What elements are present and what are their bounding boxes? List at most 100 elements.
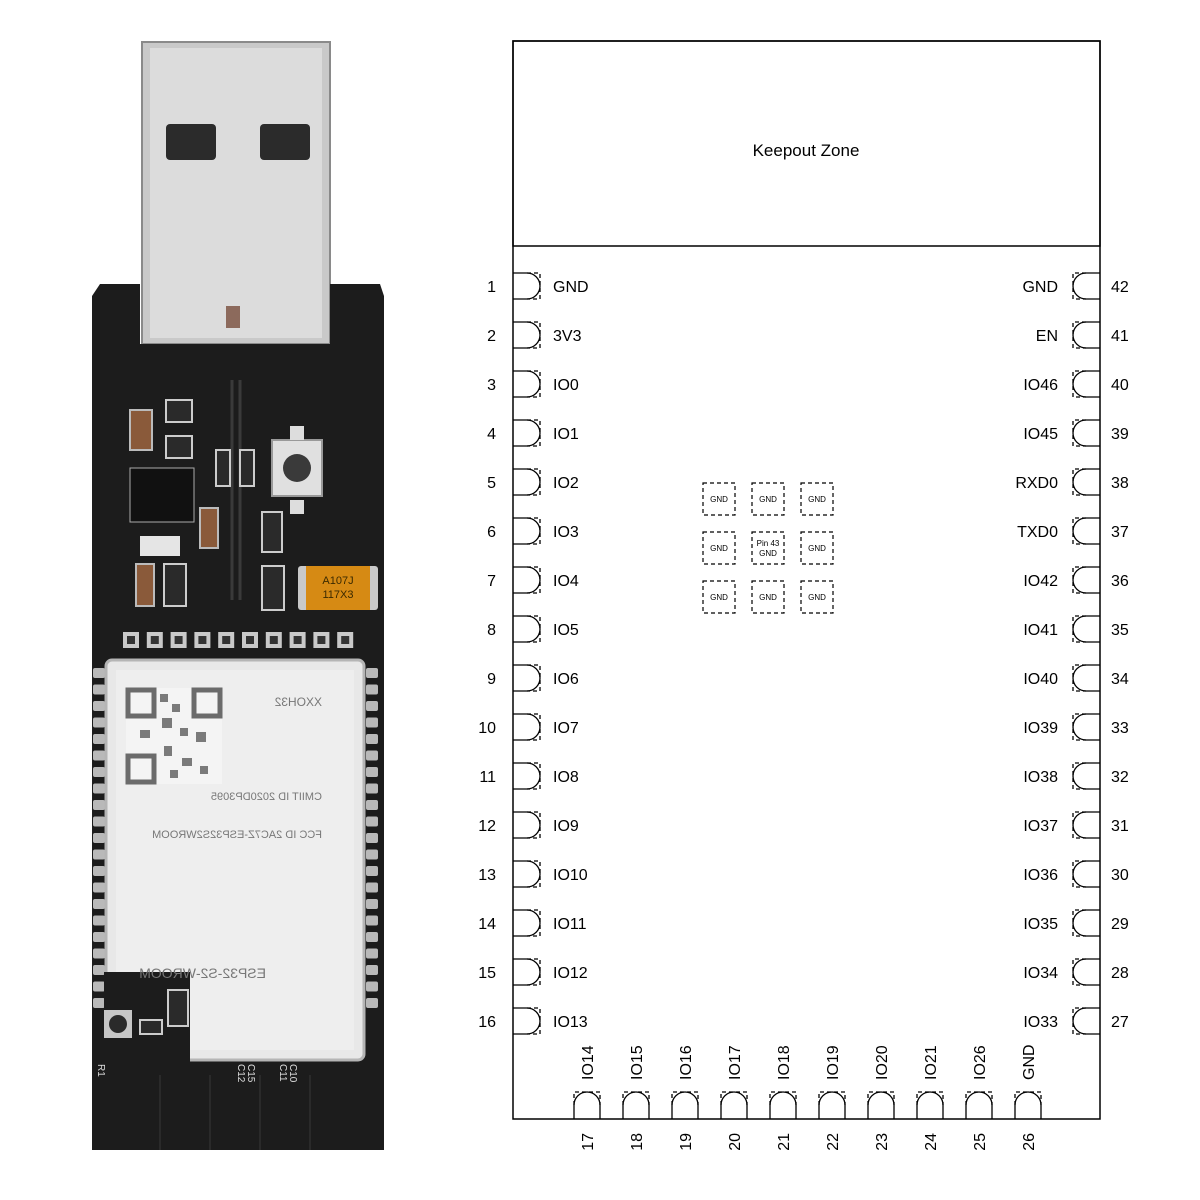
pin-pad-dashed xyxy=(671,1091,699,1105)
qr-code xyxy=(125,687,223,785)
pin-pad-outline xyxy=(513,811,541,839)
pin-pad-outline xyxy=(513,713,541,741)
pin-pad-outline xyxy=(769,1091,797,1119)
castellated-pad xyxy=(93,899,105,909)
pin-number: 32 xyxy=(1111,769,1129,786)
pin-pad-outline xyxy=(1072,860,1100,888)
pin-label: EN xyxy=(1036,328,1058,345)
pin-pad-outline xyxy=(1072,566,1100,594)
center-pad-label: GND xyxy=(759,593,777,602)
board-photo: A107J 117X3 XXOH32 C xyxy=(92,41,384,1150)
pin-number: 29 xyxy=(1111,916,1129,933)
castellated-pad xyxy=(366,948,378,959)
header-pads-top xyxy=(123,632,354,648)
header-pad-hole xyxy=(341,636,350,644)
pin-pad-dashed xyxy=(527,1007,541,1035)
pin-number: 36 xyxy=(1111,573,1129,590)
pin-pad-outline xyxy=(513,566,541,594)
module-outline xyxy=(512,40,1101,1120)
pin-number: 4 xyxy=(487,426,496,443)
pin-number: 34 xyxy=(1111,671,1129,688)
pin-number: 12 xyxy=(478,818,496,835)
center-pad-label: GND xyxy=(710,593,728,602)
pin-number: 30 xyxy=(1111,867,1129,884)
pin-number: 28 xyxy=(1111,965,1129,982)
center-pad-label: GND xyxy=(710,495,728,504)
pin-pad-dashed xyxy=(1072,370,1086,398)
center-pad-label: Pin 43 xyxy=(757,539,780,548)
pin-label: IO36 xyxy=(1023,867,1058,884)
pin-label: RXD0 xyxy=(1015,475,1058,492)
center-pad-label: GND xyxy=(759,549,777,558)
pin-number: 14 xyxy=(478,916,496,933)
pin-pad-outline xyxy=(513,321,541,349)
pin-pad-dashed xyxy=(527,958,541,986)
pin-number: 41 xyxy=(1111,328,1129,345)
pin-pad-dashed xyxy=(527,860,541,888)
pin-29: 29 IO35 xyxy=(1023,909,1129,937)
castellated-pad xyxy=(93,965,105,975)
pin-pad-outline xyxy=(965,1091,993,1119)
castellated-pad xyxy=(366,833,378,843)
pin-pad-outline xyxy=(513,860,541,888)
castellated-pad xyxy=(93,915,105,926)
center-pad-outline xyxy=(751,531,785,565)
pin-28: 28 IO34 xyxy=(1023,958,1129,986)
pin-pad-outline xyxy=(1072,370,1100,398)
usb-connector xyxy=(141,41,331,384)
pin-pad-outline xyxy=(720,1091,748,1119)
pin-24: IO21 24 xyxy=(916,1045,944,1151)
pin-pad-outline xyxy=(1014,1091,1042,1119)
pin-label: IO34 xyxy=(1023,965,1058,982)
pin-number: 11 xyxy=(479,769,496,786)
pin-pad-outline xyxy=(1072,811,1100,839)
pin-label: IO21 xyxy=(923,1045,940,1080)
center-pad-label: GND xyxy=(808,495,826,504)
castellated-pad xyxy=(93,734,105,744)
module-text-1: XXOH32 xyxy=(274,695,322,709)
castellated-pad xyxy=(366,816,378,827)
pin-pad-outline xyxy=(671,1091,699,1119)
pin-label: IO1 xyxy=(553,426,579,443)
castellated-pad xyxy=(93,783,105,794)
castellated-pad xyxy=(366,701,378,711)
pin-pad-outline xyxy=(1072,664,1100,692)
pin-pad-outline xyxy=(1072,615,1100,643)
castellated-pad xyxy=(93,849,105,860)
pin-pad-outline xyxy=(513,468,541,496)
pin-pad-dashed xyxy=(1072,958,1086,986)
tantalum-cap-line2: 117X3 xyxy=(323,589,354,601)
pin-label: IO35 xyxy=(1023,916,1058,933)
pin-pad-dashed xyxy=(720,1091,748,1105)
pin-pad-outline xyxy=(513,762,541,790)
center-pad: GND xyxy=(751,482,785,516)
pin-pad-dashed xyxy=(1072,811,1086,839)
pin-pad-dashed xyxy=(1072,517,1086,545)
castellated-pad xyxy=(366,998,378,1008)
header-pad-hole xyxy=(198,636,207,644)
pin-number: 24 xyxy=(923,1133,940,1151)
pin-pad-dashed xyxy=(867,1091,895,1105)
castellated-pad xyxy=(366,965,378,975)
pin-label: TXD0 xyxy=(1017,524,1058,541)
center-pad-label: GND xyxy=(808,544,826,553)
pin-label: IO8 xyxy=(553,769,579,786)
pin-pad-outline xyxy=(1072,517,1100,545)
pin-number: 33 xyxy=(1111,720,1129,737)
pin-label: 3V3 xyxy=(553,328,582,345)
pin-pad-outline xyxy=(513,517,541,545)
castellated-pad xyxy=(366,800,378,810)
